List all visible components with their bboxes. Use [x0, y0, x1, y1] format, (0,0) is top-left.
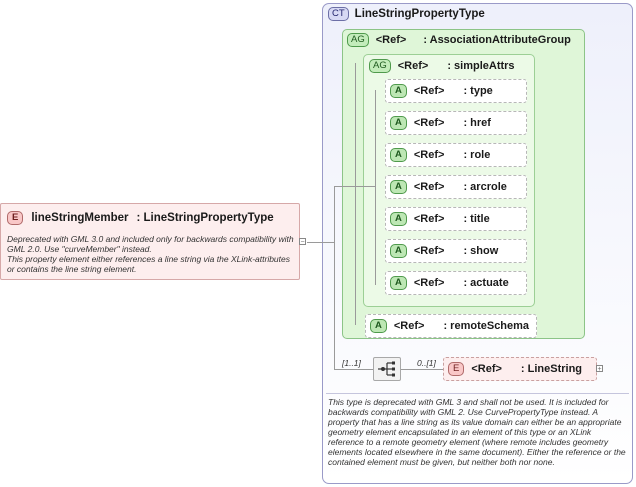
attribute-href[interactable]: A <Ref> : href [385, 111, 527, 135]
sequence-compositor[interactable] [373, 357, 401, 381]
attribute-badge: A [370, 319, 387, 333]
connector-sequence-line [334, 369, 373, 370]
attribute-group-badge: AG [347, 33, 369, 47]
attribute-group-simpleattrs-header: AG <Ref> : simpleAttrs [369, 59, 515, 73]
connector-branch-line [334, 186, 356, 187]
attribute-role[interactable]: A <Ref> : role [385, 143, 527, 167]
connector-line [307, 242, 334, 243]
attribute-group-badge: AG [369, 59, 391, 73]
expand-connector-icon[interactable]: + [596, 365, 603, 373]
attribute-group-name: : simpleAttrs [447, 60, 515, 72]
ref-label: <Ref> [413, 149, 445, 161]
element-description: Deprecated with GML 3.0 and included onl… [7, 234, 294, 274]
attribute-actuate[interactable]: A <Ref> : actuate [385, 271, 527, 295]
attribute-badge: A [390, 148, 407, 162]
connector-branch-line [356, 186, 375, 187]
ref-label: <Ref> [393, 320, 425, 332]
attribute-title[interactable]: A <Ref> : title [385, 207, 527, 231]
complex-type-name: LineStringPropertyType [354, 8, 485, 20]
ref-label: <Ref> [413, 213, 445, 225]
attribute-name: : type [463, 85, 493, 97]
description-separator [326, 393, 629, 394]
ref-label: <Ref> [397, 60, 429, 72]
child-element-linestring[interactable]: E <Ref> : LineString [443, 357, 597, 381]
ref-label: <Ref> [413, 245, 445, 257]
element-header: E lineStringMember : LineStringPropertyT… [7, 211, 274, 225]
attribute-show[interactable]: A <Ref> : show [385, 239, 527, 263]
connector-trunk-line [334, 186, 335, 369]
ref-label: <Ref> [375, 34, 407, 46]
collapse-connector-icon[interactable]: − [299, 238, 306, 246]
attribute-name: : remoteSchema [443, 320, 530, 332]
attribute-name: : role [463, 149, 491, 161]
child-element-name: : LineString [520, 363, 583, 375]
attribute-group-association-header: AG <Ref> : AssociationAttributeGroup [347, 33, 571, 47]
ref-label: <Ref> [413, 117, 445, 129]
sequence-icon [378, 361, 395, 377]
element-badge: E [448, 362, 465, 376]
element-type: : LineStringPropertyType [136, 212, 274, 224]
attribute-name: : title [463, 213, 490, 225]
attribute-badge: A [390, 180, 407, 194]
element-badge: E [7, 211, 24, 225]
ref-label: <Ref> [413, 181, 445, 193]
attribute-name: : actuate [463, 277, 509, 289]
attribute-name: : show [463, 245, 499, 257]
attribute-badge: A [390, 84, 407, 98]
connector-child-line [401, 369, 443, 370]
attribute-bracket-line [375, 90, 376, 285]
sequence-occurrence: [1..1] [342, 358, 361, 368]
attribute-badge: A [390, 212, 407, 226]
attribute-badge: A [390, 116, 407, 130]
complex-type-description: This type is deprecated with GML 3 and s… [328, 397, 626, 467]
attribute-arcrole[interactable]: A <Ref> : arcrole [385, 175, 527, 199]
ref-label: <Ref> [413, 85, 445, 97]
attribute-type[interactable]: A <Ref> : type [385, 79, 527, 103]
complex-type-badge: CT [328, 7, 349, 21]
attribute-group-name: : AssociationAttributeGroup [423, 34, 571, 46]
attribute-remoteschema[interactable]: A <Ref> : remoteSchema [365, 314, 537, 338]
ref-label: <Ref> [471, 363, 502, 375]
attribute-name: : arcrole [463, 181, 507, 193]
ref-label: <Ref> [413, 277, 445, 289]
element-name: lineStringMember [31, 212, 129, 224]
attribute-badge: A [390, 244, 407, 258]
attribute-name: : href [463, 117, 491, 129]
child-occurrence: 0..[1] [417, 358, 436, 368]
element-box[interactable]: E lineStringMember : LineStringPropertyT… [0, 203, 300, 280]
complex-type-header: CT LineStringPropertyType [328, 7, 485, 21]
attribute-badge: A [390, 276, 407, 290]
group-bracket-line [355, 63, 356, 325]
